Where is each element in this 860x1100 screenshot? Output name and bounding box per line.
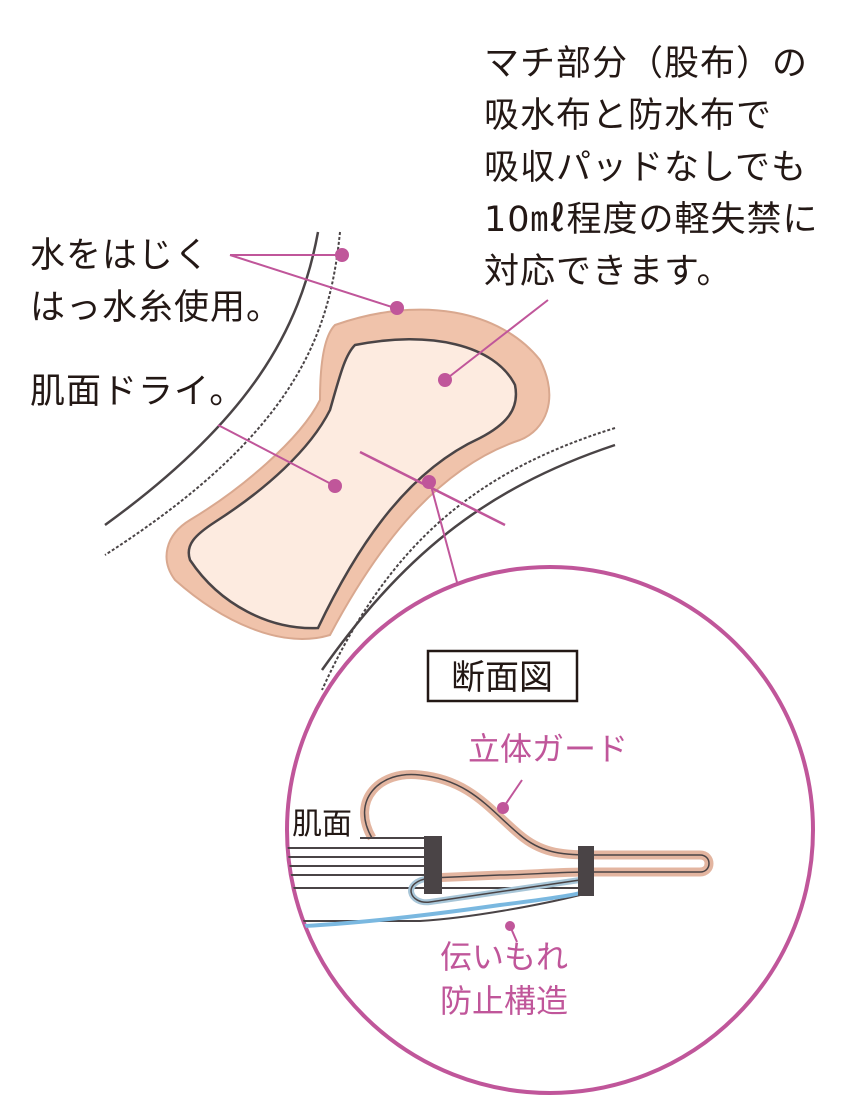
- water-repellent-line-1: 水をはじく: [30, 236, 211, 276]
- crotch-cloth-line-1: マチ部分（股布）の: [484, 44, 809, 84]
- crotch-cloth-line-3: 吸収パッドなしでも: [484, 148, 807, 188]
- skin-dry-label: 肌面ドライ。: [30, 372, 246, 412]
- garment-left-zigzag: [104, 231, 341, 556]
- seam-left: [424, 836, 442, 894]
- crotch-cloth-line-5: 対応できます。: [484, 252, 733, 292]
- leader-dots: [328, 248, 452, 493]
- cross-section-content: [287, 769, 714, 929]
- waterproof-layer: [287, 891, 581, 929]
- garment-right-zigzag: [321, 427, 616, 691]
- crotch-pad-inner: [187, 338, 518, 630]
- section-cut-line: [359, 450, 506, 527]
- skin-side-label: 肌面: [292, 807, 352, 842]
- leak-guard-label-line-1: 伝いもれ: [440, 938, 568, 976]
- water-repellent-line-2: はっ水糸使用。: [30, 288, 283, 328]
- section-title: 断面図: [451, 658, 553, 698]
- seam-right: [578, 846, 594, 896]
- section-title-box: [426, 649, 579, 703]
- leak-guard-label-line-2: 防止構造: [440, 982, 568, 1020]
- crotch-cloth-line-2: 吸水布と防水布で: [484, 96, 773, 136]
- standing-guard-label: 立体ガード: [468, 730, 628, 768]
- crotch-cloth-line-4: 10㎖程度の軽失禁に: [484, 200, 819, 240]
- cross-section-circle: [285, 565, 815, 1095]
- garment-left-curve: [104, 231, 320, 527]
